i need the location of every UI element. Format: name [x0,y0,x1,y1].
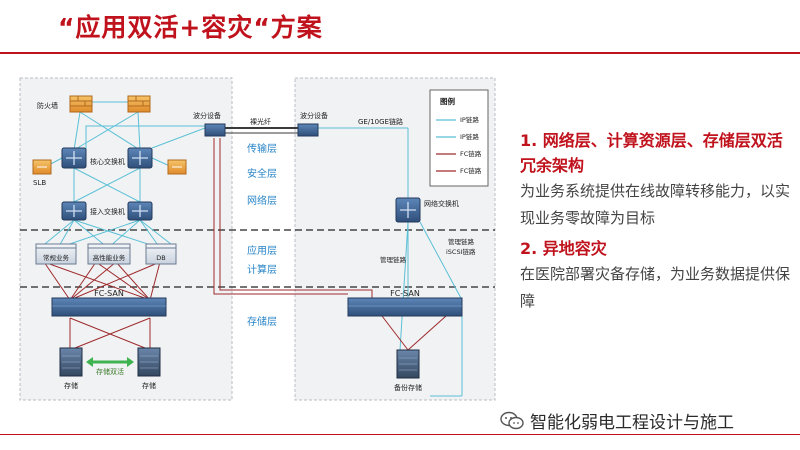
mgmt-link-right-label: 管理链路 [448,237,475,246]
title-divider [0,52,800,54]
legend-label-3: FC链路 [460,149,482,158]
fc-links [43,138,447,351]
fcsan-right-device [347,297,463,317]
slb-label: SLB [33,179,46,187]
core-switch-right [127,147,153,169]
fcsan-left-device [51,297,167,317]
network-switch-label: 网络交换机 [424,199,459,208]
backup-storage-label: 备份存储 [394,383,422,392]
ge-link-label: GE/10GE链路 [358,117,403,126]
point1-heading: 1. 网络层、计算资源层、存储层双活冗余架构 [520,131,783,175]
server-app1-label: 常规业务 [43,253,70,262]
splitter-left-device [204,123,226,137]
legend: 图例 IP链路 IP链路 FC链路 FC链路 [429,89,489,187]
layer-security: 安全层 [247,167,277,180]
splitter-right-device [297,123,319,137]
access-switch-right [127,201,153,221]
storage-a-label: 存储 [64,381,78,390]
splitter-left-label: 波分设备 [193,111,221,120]
fcsan-left-label: FC-SAN [94,289,124,298]
layer-network: 网络层 [247,194,277,207]
storage-b-device [137,347,161,377]
layer-compute: 计算层 [247,263,277,276]
access-switch-left [61,201,87,221]
fcsan-right-label: FC-SAN [390,289,420,298]
layer-transport: 传输层 [247,142,277,155]
firewall-right [127,95,151,113]
server-db [145,243,177,265]
core-switch-left [61,147,87,169]
watermark: 智能化弱电工程设计与施工 [500,408,734,433]
slb-left [32,159,52,175]
mgmt-link-left-label: 管理链路 [380,255,407,264]
storage-b-label: 存储 [142,381,156,390]
bottom-divider [0,434,800,435]
layer-storage: 存储层 [247,315,277,328]
server-db-label: DB [156,254,165,262]
splitter-right-label: 波分设备 [300,111,328,120]
iscsi-link-label: iSCSI链路 [446,247,476,256]
watermark-text: 智能化弱电工程设计与施工 [530,413,734,433]
server-app1 [35,243,77,265]
storage-dual-arrow [86,357,134,367]
storage-a-device [59,347,83,377]
server-app2 [87,243,131,265]
legend-label-1: IP链路 [460,115,479,124]
layer-application: 应用层 [247,244,277,257]
access-switch-label: 接入交换机 [90,207,125,216]
slb-right [167,159,187,175]
core-switch-label: 核心交换机 [90,157,125,166]
backup-storage-device [396,349,420,379]
point2-heading: 2. 异地容灾 [520,239,607,258]
wechat-icon [500,411,524,431]
description-panel: 1. 网络层、计算资源层、存储层双活冗余架构 为业务系统提供在线故障转移能力，以… [520,128,790,319]
point2-body: 在医院部署灾备存储，为业务数据提供保障 [520,265,791,310]
legend-label-2: IP链路 [460,132,479,141]
storage-dual-label: 存储双活 [96,367,124,376]
firewall-left [69,95,93,113]
legend-label-4: FC链路 [460,166,482,175]
legend-title: 图例 [440,96,455,106]
firewall-label: 防火墙 [37,101,58,110]
point1-body: 为业务系统提供在线故障转移能力，以实现业务零故障为目标 [520,182,791,227]
server-app2-label: 高性能业务 [93,253,126,262]
network-switch-device [395,197,421,223]
fiber-label: 裸光纤 [250,117,271,126]
page-title: “应用双活+容灾“方案 [58,13,323,42]
